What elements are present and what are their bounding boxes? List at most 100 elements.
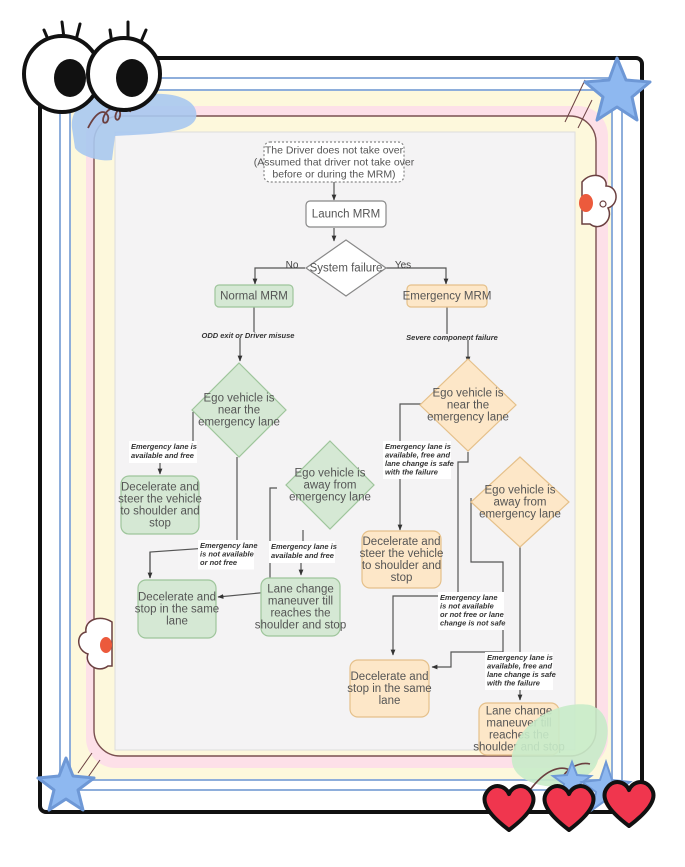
blue-splash — [71, 93, 197, 161]
o-avail-label-line: with the failure — [385, 468, 438, 477]
o_stop-line: lane — [379, 695, 401, 707]
no-label: No — [286, 260, 299, 271]
emergency_mrm-line: Emergency MRM — [403, 291, 492, 303]
o-avail-label-line: lane change is safe — [385, 459, 454, 468]
o_steer-line: Decelerate and — [363, 536, 441, 548]
g_away-line: Ego vehicle is — [295, 468, 366, 480]
o-not-avail-label-line: Emergency lane — [440, 593, 498, 602]
g_near-line: Ego vehicle is — [204, 393, 275, 405]
odd-exit-label: ODD exit or Driver misuse — [202, 331, 295, 340]
g-not-avail-label-line: or not free — [200, 558, 237, 567]
g-not-avail-label-bg — [198, 540, 254, 570]
o_stop-line: Decelerate and — [351, 671, 429, 683]
flower-icon-left — [78, 617, 113, 670]
g_steer-line: Decelerate and — [121, 482, 199, 494]
o_near-shape — [419, 358, 517, 452]
system_failure-shape — [304, 239, 388, 297]
emergency_mrm-node[interactable]: Emergency MRM — [403, 284, 492, 308]
emergency_mrm-text: Emergency MRM — [403, 291, 492, 303]
heart-icon — [542, 784, 596, 832]
flowchart: The Driver does not take over(Assumed th… — [118, 141, 570, 756]
severe-label: Severe component failure — [406, 333, 498, 342]
start-shape — [263, 141, 405, 183]
o-not-avail-label-line: or not free or lane — [440, 610, 504, 619]
normal_mrm-node[interactable]: Normal MRM — [214, 284, 294, 308]
g_steer-shape — [120, 475, 200, 535]
cartoon-eyes-icon — [22, 20, 162, 114]
g_steer-line: to shoulder and — [120, 506, 199, 518]
o_steer-line: steer the vehicle — [360, 548, 444, 560]
star-icon-top-right — [564, 56, 652, 129]
g_away-shape — [285, 440, 375, 530]
g_lane-line: maneuver till — [268, 596, 333, 608]
g-away-avail-label-bg — [269, 541, 335, 563]
g_steer-line: steer the vehicle — [118, 494, 202, 506]
o_steer-shape — [361, 530, 442, 589]
o_away-line: emergency lane — [479, 509, 561, 521]
heart-icon — [602, 780, 656, 828]
system_failure-line: System failure — [310, 263, 383, 275]
edge-yes — [385, 267, 449, 285]
o-not-avail-label-bg — [438, 592, 504, 630]
normal_mrm-shape — [214, 284, 294, 308]
system_failure-text: System failure — [310, 263, 383, 275]
g_near-line: emergency lane — [198, 417, 280, 429]
edge-no — [252, 267, 305, 285]
o_near-line: Ego vehicle is — [433, 388, 504, 400]
o_near-line: emergency lane — [427, 412, 509, 424]
g_steer-line: stop — [149, 518, 171, 530]
star-icon-bottom-left — [36, 752, 101, 812]
o-away-avail-label-bg — [485, 652, 553, 690]
normal_mrm-text: Normal MRM — [220, 291, 288, 303]
o-not-avail-label-line: is not available — [440, 602, 494, 611]
edge-onear-down — [390, 452, 469, 656]
g_stop-line: Decelerate and — [138, 592, 216, 604]
o_near-line: near the — [447, 400, 489, 412]
frame-blue-line-outer — [59, 77, 623, 791]
o-not-avail-label-line: change is not safe — [440, 619, 505, 628]
g-avail-label-bg — [129, 441, 197, 463]
g_stop-shape — [137, 579, 217, 639]
yes-label: Yes — [395, 260, 411, 271]
start-line: (Assumed that driver not take over — [254, 157, 415, 169]
g_lane-line: shoulder and stop — [255, 620, 346, 632]
o-away-avail-label-line: available, free and — [487, 662, 552, 671]
g_near-line: near the — [218, 405, 260, 417]
flower-icon-right — [579, 174, 617, 228]
start-node[interactable]: The Driver does not take over(Assumed th… — [254, 141, 415, 183]
launch-node[interactable]: Launch MRM — [305, 200, 387, 228]
start-text: The Driver does not take over(Assumed th… — [254, 145, 415, 181]
g_lane-shape — [260, 577, 341, 637]
edge-gaway-stop — [217, 487, 277, 599]
g-avail-label-line: Emergency lane is — [131, 442, 197, 451]
o-away-avail-label-line: Emergency lane is — [487, 653, 553, 662]
g_stop-line: lane — [166, 616, 188, 628]
o_away-line: Ego vehicle is — [485, 485, 556, 497]
start-line: before or during the MRM) — [272, 169, 395, 181]
edge-onear-steer — [397, 403, 421, 531]
launch-shape — [305, 200, 387, 228]
g-away-avail-label-line: available and free — [271, 551, 334, 560]
system_failure-decision[interactable]: System failure — [304, 239, 388, 297]
emergency_mrm-shape — [406, 284, 488, 308]
o-avail-label-line: available, free and — [385, 451, 450, 460]
